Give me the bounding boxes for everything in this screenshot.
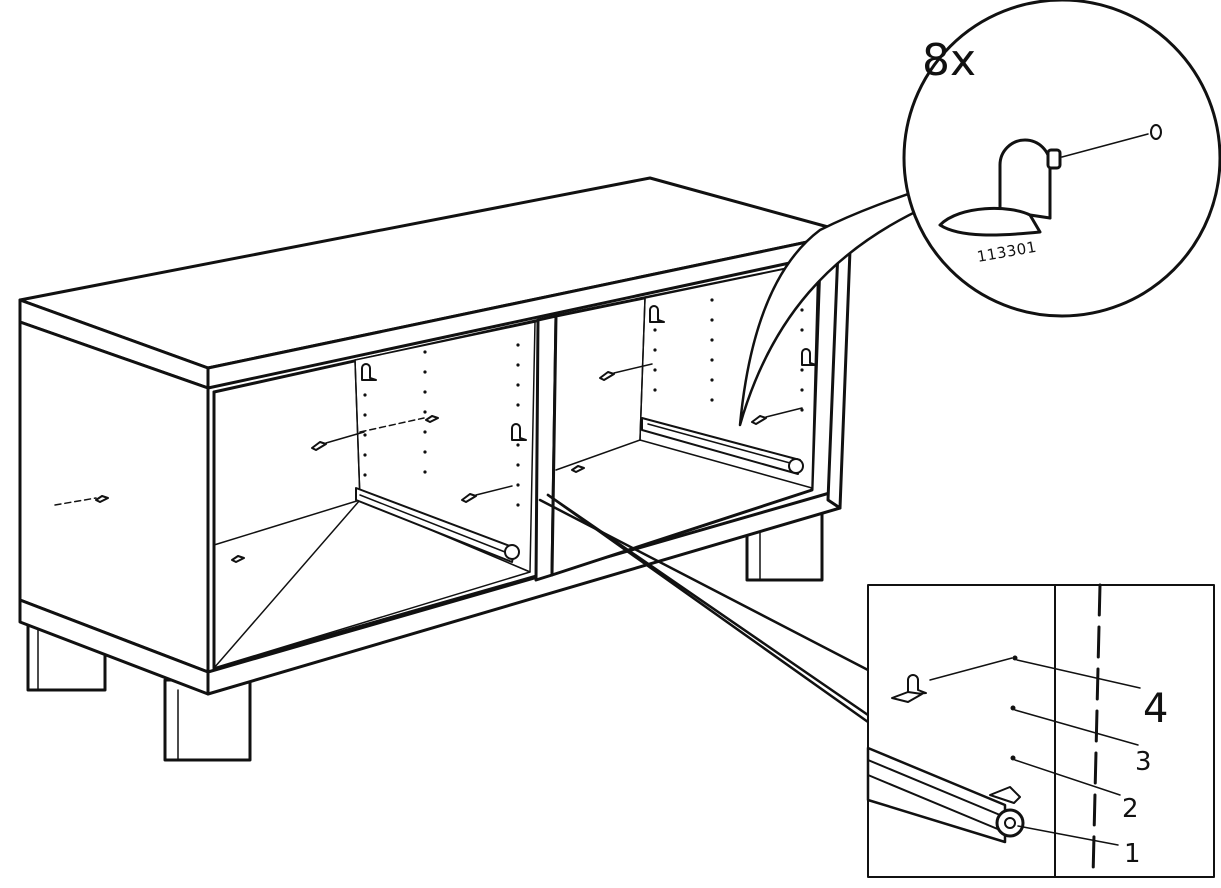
hole-label-4: 4 xyxy=(1143,686,1168,732)
hole-label-1: 1 xyxy=(1124,839,1141,869)
pin-detail-callout xyxy=(738,0,1221,427)
hole-label-2: 2 xyxy=(1122,794,1139,824)
quantity-label: 8x xyxy=(922,35,976,86)
detail-leader-lines xyxy=(538,493,870,724)
shelf-pins xyxy=(95,305,817,563)
insertion-guide-lines xyxy=(54,363,803,506)
hole-position-detail xyxy=(866,583,1215,879)
shelf-pin-holes xyxy=(363,288,804,507)
hole-label-3: 3 xyxy=(1135,747,1152,777)
